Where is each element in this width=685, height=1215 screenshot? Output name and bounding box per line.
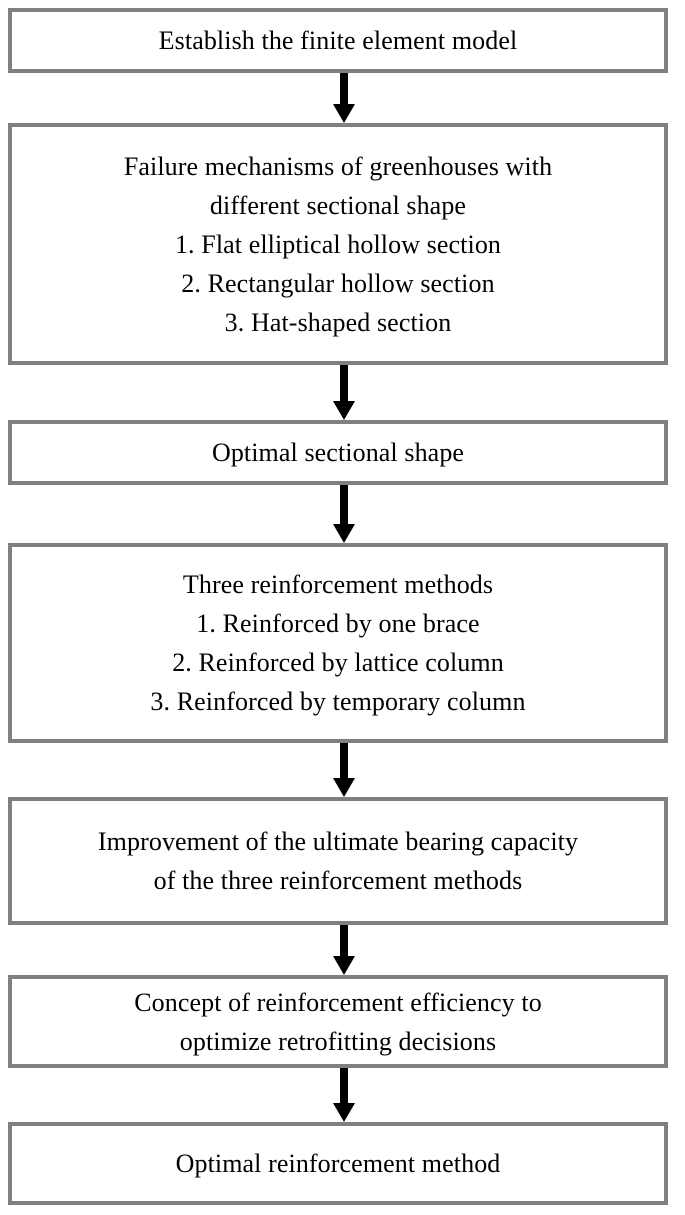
flow-node-failure-mechanisms: Failure mechanisms of greenhouses with d… bbox=[8, 123, 668, 365]
node-text-line: Establish the finite element model bbox=[158, 26, 518, 55]
flow-arrow-1 bbox=[0, 73, 685, 123]
down-arrow-icon bbox=[332, 73, 355, 123]
down-arrow-icon bbox=[332, 925, 355, 975]
node-text-line: 3. Hat-shaped section bbox=[224, 307, 452, 337]
flow-node-three-reinforcement-methods: Three reinforcement methods 1. Reinforce… bbox=[8, 543, 668, 743]
down-arrow-icon bbox=[332, 1068, 355, 1122]
down-arrow-icon bbox=[332, 743, 355, 797]
flow-node-establish-model: Establish the finite element model bbox=[8, 8, 668, 73]
node-text-line: 1. Flat elliptical hollow section bbox=[174, 229, 502, 259]
flow-arrow-2 bbox=[0, 365, 685, 420]
flow-arrow-4 bbox=[0, 743, 685, 797]
node-text-line: Optimal reinforcement method bbox=[175, 1149, 501, 1178]
node-text-line: Three reinforcement methods bbox=[182, 570, 494, 599]
node-text-line: optimize retrofitting decisions bbox=[179, 1026, 497, 1056]
flow-node-reinforcement-efficiency-concept: Concept of reinforcement efficiency to o… bbox=[8, 975, 668, 1068]
flow-arrow-5 bbox=[0, 925, 685, 975]
node-text-line: 2. Reinforced by lattice column bbox=[172, 648, 504, 677]
node-text-line: Concept of reinforcement efficiency to bbox=[134, 987, 542, 1017]
down-arrow-icon bbox=[332, 365, 355, 420]
down-arrow-icon bbox=[332, 485, 355, 543]
flow-node-improvement-bearing-capacity: Improvement of the ultimate bearing capa… bbox=[8, 797, 668, 925]
node-text-line: 3. Reinforced by temporary column bbox=[150, 687, 526, 716]
flow-node-optimal-sectional-shape: Optimal sectional shape bbox=[8, 420, 668, 485]
node-text-line: Failure mechanisms of greenhouses with bbox=[123, 151, 553, 181]
node-text-line: different sectional shape bbox=[209, 190, 467, 220]
node-text-line: 1. Reinforced by one brace bbox=[196, 609, 480, 638]
node-text-line: Improvement of the ultimate bearing capa… bbox=[97, 827, 579, 856]
node-text-line: of the three reinforcement methods bbox=[153, 866, 523, 895]
flow-arrow-3 bbox=[0, 485, 685, 543]
flow-arrow-6 bbox=[0, 1068, 685, 1122]
node-text-line: Optimal sectional shape bbox=[211, 438, 465, 467]
node-text-line: 2. Rectangular hollow section bbox=[181, 268, 495, 298]
flow-node-optimal-reinforcement-method: Optimal reinforcement method bbox=[8, 1122, 668, 1205]
